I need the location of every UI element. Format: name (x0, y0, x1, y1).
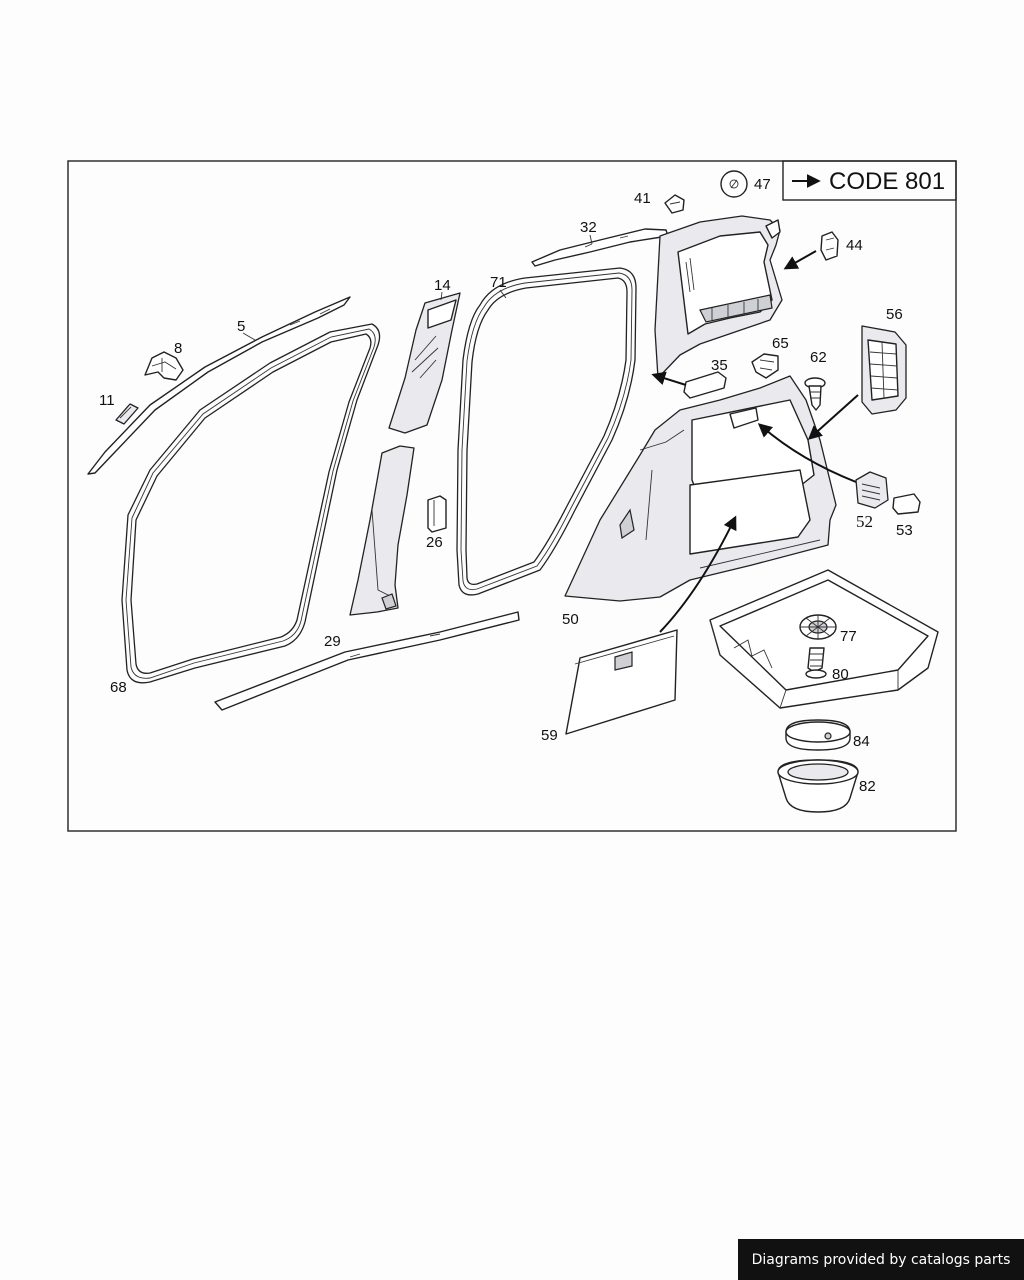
part-50-quarter-panel (564, 375, 837, 602)
label-32: 32 (580, 219, 597, 236)
part-29-b-pillar-lower (349, 445, 415, 616)
part-14-b-pillar-upper (388, 292, 461, 434)
part-8-bracket (144, 351, 184, 381)
label-80: 80 (832, 666, 849, 683)
part-32-roof-rail (531, 228, 669, 267)
sill-strip (214, 611, 520, 711)
label-35: 35 (711, 357, 728, 374)
label-53: 53 (896, 522, 913, 539)
label-50: 50 (562, 611, 579, 628)
arrow-from-52 (757, 423, 857, 483)
label-52: 52 (856, 512, 873, 531)
label-62: 62 (810, 349, 827, 366)
label-8: 8 (174, 340, 182, 357)
arrow-from-59 (659, 515, 737, 633)
arrow-to-56 (807, 394, 859, 440)
arrow-to-35 (651, 371, 687, 386)
label-59: 59 (541, 727, 558, 744)
part-47-washer (720, 170, 748, 198)
footer-credit: Diagrams provided by catalogs parts (738, 1239, 1024, 1280)
label-14: 14 (434, 277, 451, 294)
leader-32 (589, 234, 593, 245)
part-68-front-door-seal (121, 323, 381, 684)
part-59-cover-panel (565, 629, 678, 735)
label-68: 68 (110, 679, 127, 696)
part-62-push-pin (804, 377, 826, 411)
label-84: 84 (853, 733, 870, 750)
label-41: 41 (634, 190, 651, 207)
part-44-clip (820, 231, 839, 261)
label-77: 77 (840, 628, 857, 645)
part-56-vent-grille (861, 325, 907, 415)
leader-5 (242, 332, 256, 341)
part-35-cover (683, 371, 727, 399)
part-52-vent (855, 471, 889, 509)
label-26: 26 (426, 534, 443, 551)
label-65: 65 (772, 335, 789, 352)
code-801-label: CODE 801 (829, 168, 945, 195)
part-26-clip (427, 495, 447, 533)
part-53-cap (892, 493, 921, 515)
label-71: 71 (490, 274, 507, 291)
label-82: 82 (859, 778, 876, 795)
part-80-screw (805, 647, 827, 679)
label-29: 29 (324, 633, 341, 650)
arrow-to-44 (783, 250, 817, 270)
part-82-cup (777, 759, 859, 813)
label-47: 47 (754, 176, 771, 193)
label-5: 5 (237, 318, 245, 335)
part-5-a-pillar-trim (87, 296, 351, 475)
part-11-clip (115, 403, 139, 425)
part-77-spider-disc (799, 614, 837, 640)
label-44: 44 (846, 237, 863, 254)
diagram-frame (67, 160, 957, 832)
part-71-rear-door-seal (456, 267, 637, 596)
leader-14 (440, 291, 443, 301)
part-41-push-clip (664, 194, 685, 214)
code-801-box: CODE 801 (782, 160, 957, 201)
leader-71 (499, 289, 507, 299)
part-65-bracket (751, 353, 779, 379)
label-11: 11 (99, 392, 115, 409)
upper-quarter-trim (654, 215, 783, 379)
part-84-disc (785, 719, 851, 751)
label-56: 56 (886, 306, 903, 323)
